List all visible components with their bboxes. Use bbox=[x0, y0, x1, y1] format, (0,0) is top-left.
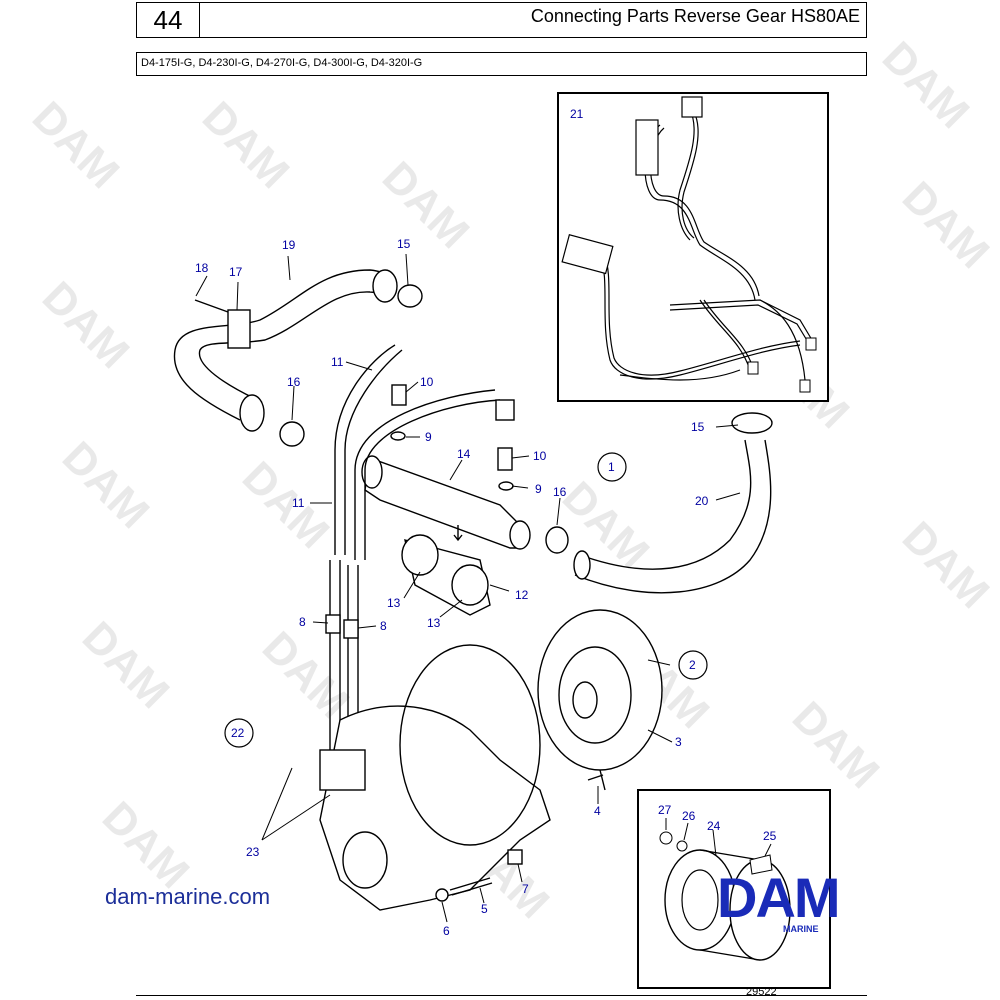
hose-assembly bbox=[173, 269, 773, 911]
callout-19: 19 bbox=[282, 238, 296, 252]
watermark: DAM bbox=[373, 152, 479, 258]
watermark: DAM bbox=[783, 692, 889, 798]
callout-7: 7 bbox=[522, 882, 529, 896]
harness-inset bbox=[557, 92, 829, 402]
title-box: Connecting Parts Reverse Gear HS80AE bbox=[199, 2, 867, 38]
callout-20: 20 bbox=[695, 494, 709, 508]
callout-1: 1 bbox=[608, 460, 615, 474]
callout-25: 25 bbox=[763, 829, 777, 843]
watermark: DAM bbox=[893, 512, 999, 618]
callout-17: 17 bbox=[229, 265, 243, 279]
website-link[interactable]: dam-marine.com bbox=[105, 884, 271, 909]
callout-13: 13 bbox=[387, 596, 401, 610]
watermark: DAM bbox=[93, 792, 199, 898]
page-number: 44 bbox=[136, 2, 200, 38]
watermark: DAM bbox=[33, 272, 139, 378]
callout-16: 16 bbox=[553, 485, 567, 499]
callout-15: 15 bbox=[397, 237, 411, 251]
watermark: DAM bbox=[553, 472, 659, 578]
callout-8: 8 bbox=[299, 615, 306, 629]
hub-inset bbox=[637, 789, 831, 989]
models-box: D4-175I-G, D4-230I-G, D4-270I-G, D4-300I… bbox=[136, 52, 867, 76]
callout-23: 23 bbox=[246, 845, 260, 859]
callout-6: 6 bbox=[443, 924, 450, 938]
logo-text: DAM bbox=[717, 866, 841, 929]
logo-subtext: MARINE bbox=[783, 924, 819, 934]
callout-21: 21 bbox=[570, 107, 584, 121]
watermark: DAM bbox=[233, 452, 339, 558]
callout-9: 9 bbox=[425, 430, 432, 444]
watermark: DAM bbox=[893, 172, 999, 278]
callout-13: 13 bbox=[427, 616, 441, 630]
watermark: DAM bbox=[53, 432, 159, 538]
callout-14: 14 bbox=[457, 447, 471, 461]
page-title: Connecting Parts Reverse Gear HS80AE bbox=[530, 6, 860, 26]
circled-callouts bbox=[224, 452, 708, 748]
callout-22: 22 bbox=[231, 726, 245, 740]
callout-26: 26 bbox=[682, 809, 696, 823]
watermark: DAM bbox=[873, 32, 979, 138]
callout-18: 18 bbox=[195, 261, 209, 275]
watermark: DAM bbox=[23, 92, 129, 198]
dam-marine-logo: DAM MARINE bbox=[717, 866, 841, 935]
callout-24: 24 bbox=[707, 819, 721, 833]
watermark: DAM bbox=[253, 622, 359, 728]
callout-2: 2 bbox=[689, 658, 696, 672]
callout-12: 12 bbox=[515, 588, 529, 602]
footer-divider bbox=[136, 995, 867, 996]
callout-5: 5 bbox=[481, 902, 488, 916]
callout-3: 3 bbox=[675, 735, 682, 749]
callout-9: 9 bbox=[535, 482, 542, 496]
callout-4: 4 bbox=[594, 804, 601, 818]
leader-lines bbox=[195, 253, 772, 923]
callout-27: 27 bbox=[658, 803, 672, 817]
callout-8: 8 bbox=[380, 619, 387, 633]
callout-10: 10 bbox=[533, 449, 547, 463]
callout-16: 16 bbox=[287, 375, 301, 389]
callout-10: 10 bbox=[420, 375, 434, 389]
watermark: DAM bbox=[193, 92, 299, 198]
model-list: D4-175I-G, D4-230I-G, D4-270I-G, D4-300I… bbox=[141, 57, 423, 69]
callout-11: 11 bbox=[292, 496, 305, 510]
callout-15: 15 bbox=[691, 420, 705, 434]
watermark: DAM bbox=[73, 612, 179, 718]
callout-labels: 1 2 3 4 5 6 7 8 8 9 9 10 10 11 11 12 13 … bbox=[195, 107, 777, 938]
callout-11: 11 bbox=[331, 355, 344, 369]
reference-number: 29522 bbox=[746, 986, 777, 998]
